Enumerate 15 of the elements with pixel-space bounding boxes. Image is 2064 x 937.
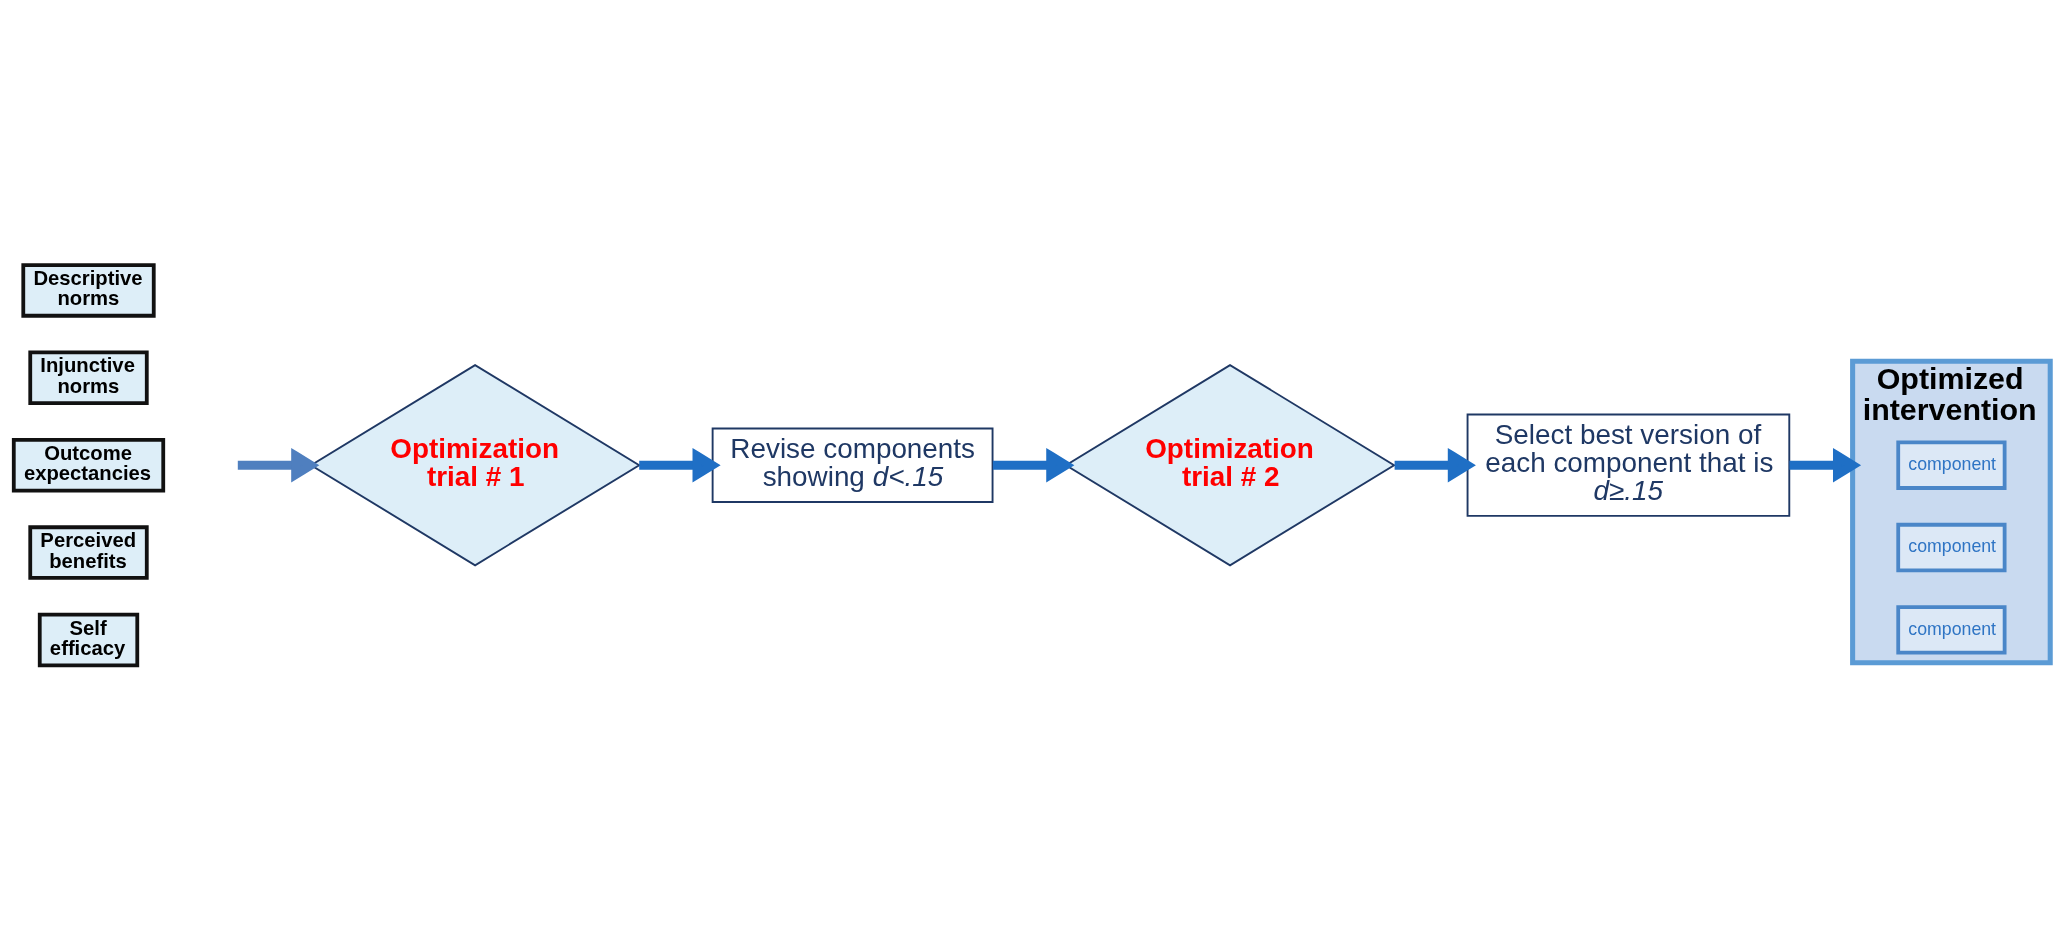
node-box: Outcome expectancies <box>11 437 166 492</box>
arrow <box>237 447 320 482</box>
node-box: Revise components showing d<.15 <box>711 427 994 503</box>
arrow <box>1789 447 1862 482</box>
node-box: component <box>1896 604 2007 655</box>
node-box: Injunctive norms <box>28 350 149 405</box>
arrow <box>992 447 1075 482</box>
node-box: component <box>1896 522 2007 572</box>
arrow <box>1394 447 1476 482</box>
node-box: Perceived benefits <box>28 524 149 580</box>
arrow <box>639 447 721 482</box>
node-box: Descriptive norms <box>21 262 156 318</box>
node-box: component <box>1896 440 2007 490</box>
node-box: Select best version of each component that is d≥.15 <box>1466 413 1791 517</box>
node-box: Self efficacy <box>37 612 140 667</box>
